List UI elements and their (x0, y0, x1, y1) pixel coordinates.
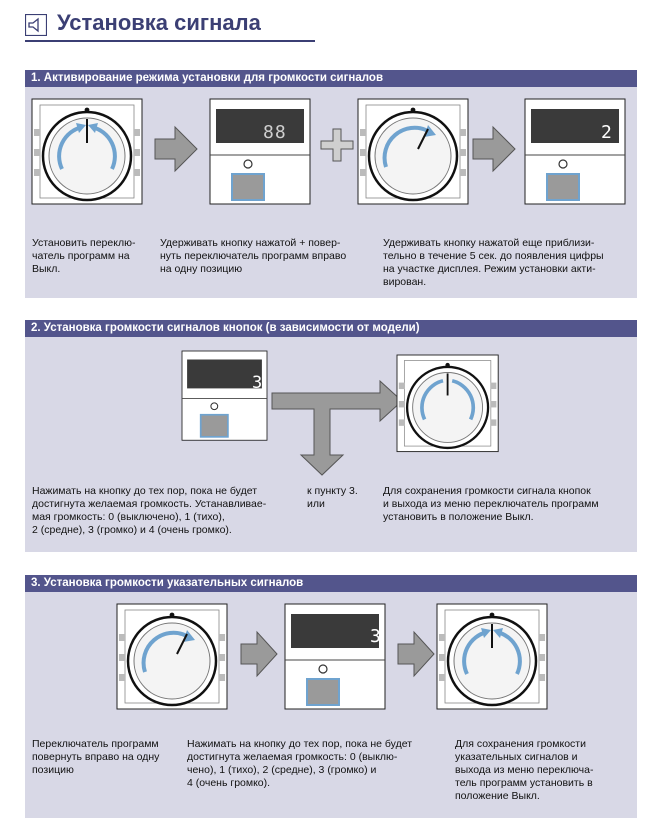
display-figure-3 (181, 350, 268, 442)
section3-illustration (115, 602, 549, 711)
section3-caption-2: Нажимать на кнопку до тех пор, пока не б… (187, 738, 413, 789)
knob-off-figure (30, 97, 144, 206)
display-readout-2: 2 (601, 122, 612, 143)
knob-figure-4 (435, 602, 549, 711)
section2-caption-3: Для сохранения громкости сигнала кнопок … (383, 485, 599, 523)
title-underline (25, 40, 315, 42)
knob-figure-3 (115, 602, 229, 711)
display-figure-2 (524, 98, 626, 205)
plus-icon (320, 128, 354, 162)
arrow-right-icon (240, 630, 278, 678)
page-title: Установка сигнала (57, 10, 261, 35)
branch-arrow-icon (271, 379, 403, 476)
arrow-right-icon (397, 630, 435, 678)
section1-caption-1: Установить переклю- чатель программ на В… (32, 237, 136, 275)
display-readout-3: 3 (252, 373, 263, 393)
section3-caption-3: Для сохранения громкости указательных си… (455, 738, 594, 802)
section1-caption-2: Удерживать кнопку нажатой + повер- нуть … (160, 237, 347, 275)
section3-header: 3. Установка громкости указательных сигн… (25, 575, 637, 592)
section1-panel: 88 2 Установить переклю- чатель программ… (25, 87, 637, 298)
section2-header: 2. Установка громкости сигналов кнопок (… (25, 320, 637, 337)
section2-illustration (181, 350, 500, 476)
page-title-block: Установка сигнала (25, 8, 315, 42)
knob-figure-2 (395, 353, 500, 453)
section2-caption-1: Нажимать на кнопку до тех пор, пока не б… (32, 485, 267, 536)
knob-turned-figure (356, 97, 470, 206)
arrow-right-icon (154, 125, 198, 173)
section1-header: 1. Активирование режима установки для гр… (25, 70, 637, 87)
speaker-icon (25, 14, 47, 36)
display-figure-1 (209, 98, 311, 205)
section3-caption-1: Переключатель программ повернуть вправо … (32, 738, 160, 776)
section2-panel: 3 Нажимать на кнопку до тех пор, пока не… (25, 337, 637, 552)
section1-illustration (30, 97, 626, 206)
display-readout-1: 88 (263, 122, 287, 143)
display-readout-4: 3 (370, 626, 381, 647)
display-figure-4 (284, 603, 386, 710)
section2-caption-2: к пункту 3. или (307, 485, 358, 510)
section1-caption-3: Удерживать кнопку нажатой еще приблизи- … (383, 237, 604, 288)
arrow-right-icon (472, 125, 516, 173)
section3-panel: 3 Переключатель программ повернуть вправ… (25, 592, 637, 818)
